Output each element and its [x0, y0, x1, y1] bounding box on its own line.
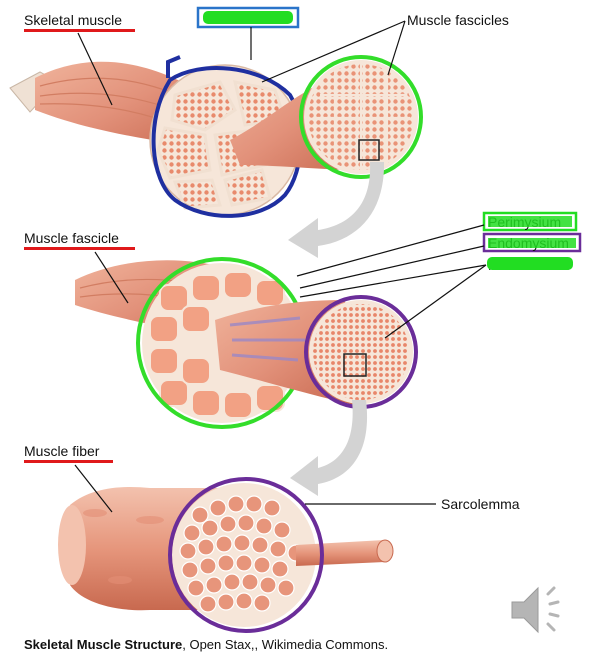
muscle-fiber-label: Muscle fiber — [24, 443, 100, 459]
muscle-fascicles-label-group: Muscle fascicles — [261, 12, 509, 83]
zoom-arrow-2 — [290, 400, 368, 496]
fiber-outline-bottom — [168, 477, 324, 633]
caption-title: Skeletal Muscle Structure — [24, 637, 183, 652]
zoom-arrow-1 — [288, 162, 385, 258]
figure-caption: Skeletal Muscle Structure, Open Stax,, W… — [24, 637, 388, 652]
perimysium-label-group: Perimysium — [296, 211, 578, 277]
muscle-fibers-label-group: Muscle fibers — [299, 257, 573, 339]
muscle-fiber-label-group: Muscle fiber — [24, 443, 113, 513]
muscle-fascicles-label: Muscle fascicles — [407, 12, 509, 28]
sarcolemma-label-group: Sarcolemma — [305, 496, 520, 512]
red-underline — [24, 460, 113, 463]
sarcolemma-label: Sarcolemma — [441, 496, 520, 512]
red-underline — [24, 29, 135, 32]
red-underline — [24, 247, 135, 250]
epimysium-highlight — [196, 6, 300, 60]
muscle-fiber-illustration — [58, 477, 394, 633]
muscle-fascicle-label: Muscle fascicle — [24, 230, 119, 246]
epimysium-outline — [151, 66, 303, 218]
muscle-fascicle-label-group: Muscle fascicle — [24, 230, 135, 304]
skeletal-muscle-illustration — [9, 55, 423, 218]
caption-source: , Open Stax,, Wikimedia Commons. — [182, 637, 389, 652]
fascicle-outline-top — [299, 55, 423, 179]
zoom-box-top — [358, 139, 380, 161]
endomysium-label-group: Endomysium — [299, 232, 582, 289]
myofibrils — [179, 495, 305, 613]
skeletal-muscle-label: Skeletal muscle — [24, 12, 122, 28]
skeletal-muscle-label-group: Skeletal muscle — [24, 12, 135, 106]
zoom-box-middle — [343, 353, 367, 377]
speaker-icon[interactable] — [504, 580, 574, 640]
